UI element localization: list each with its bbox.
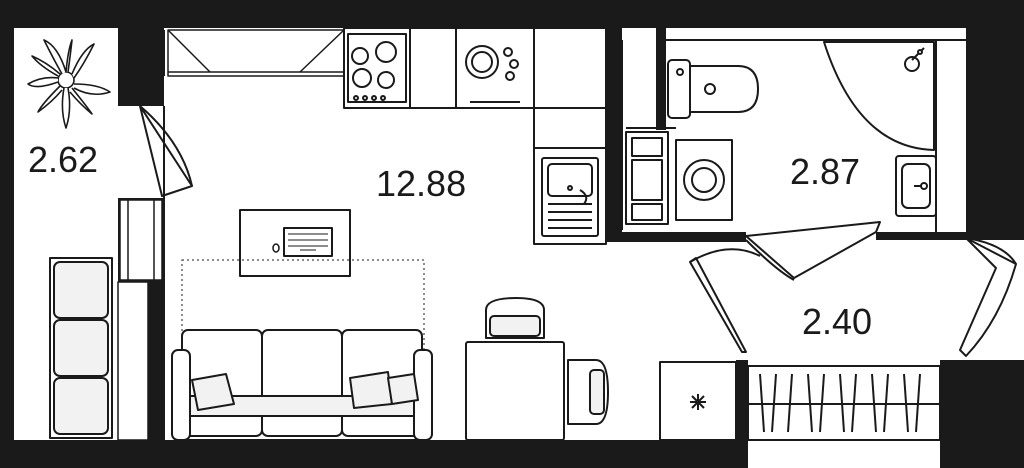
area-label-living-kitchen: 12.88 (376, 163, 466, 204)
area-label-balcony: 2.40 (802, 301, 872, 342)
hall-door (139, 105, 193, 197)
shower-icon (823, 41, 935, 151)
dishwasher-icon (465, 45, 520, 103)
dining-table (465, 297, 609, 441)
air-conditioner-icon (659, 361, 737, 441)
bathroom-door (745, 221, 881, 281)
plant-icon (27, 39, 111, 129)
openings (117, 29, 345, 441)
area-label-hall: 2.62 (28, 139, 98, 180)
bathroom-sink-icon (895, 155, 937, 217)
balcony-railing (747, 365, 941, 441)
balcony-doors (689, 237, 1017, 357)
wardrobe (49, 257, 113, 439)
area-label-bathroom: 2.87 (790, 151, 860, 192)
kitchen-sink-icon (541, 157, 599, 237)
boiler-icon (625, 131, 669, 225)
sofa-icon (171, 329, 433, 441)
laptop-power (272, 243, 280, 253)
tv-table (239, 209, 351, 277)
stove-icon (347, 33, 407, 103)
washing-machine-icon (675, 139, 733, 221)
rug (181, 259, 425, 397)
toilet-icon (667, 59, 759, 119)
